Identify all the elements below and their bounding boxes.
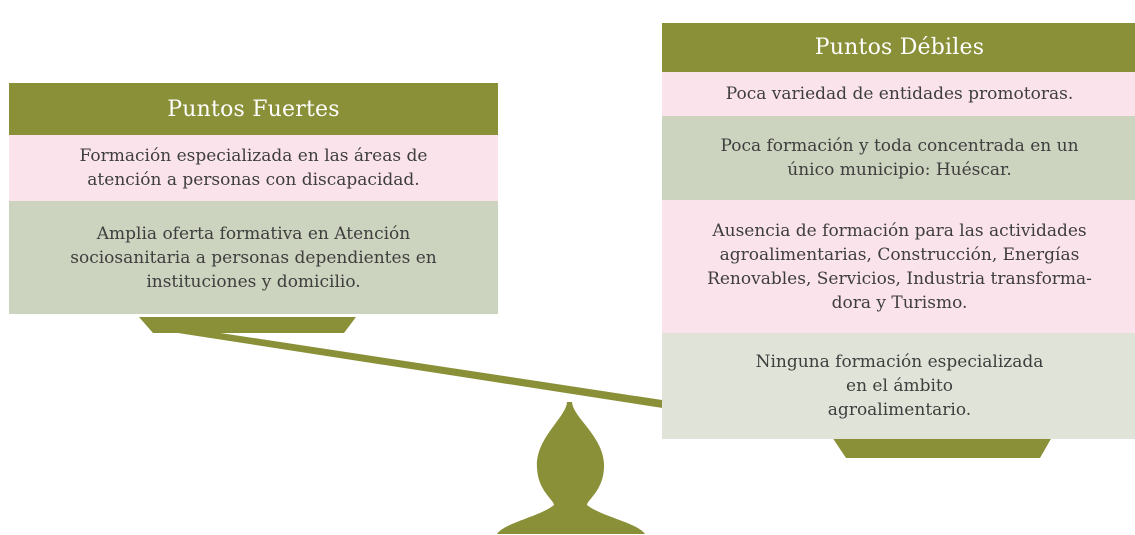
strength-item-text: Amplia oferta formativa en Atención soci… — [70, 223, 437, 292]
strengths-panel: Puntos Fuertes Formación especializada e… — [9, 83, 498, 314]
weakness-item: Ausencia de formación para las actividad… — [662, 200, 1135, 333]
right-pan — [832, 437, 1052, 458]
weaknesses-title: Puntos Débiles — [814, 35, 985, 60]
weakness-item-text: Poca formación y toda concentrada en un … — [720, 136, 1079, 180]
weakness-item: Poca variedad de entidades promotoras. — [662, 72, 1135, 116]
weakness-item-text: Ninguna formación especializada en el ám… — [755, 352, 1044, 420]
strengths-title: Puntos Fuertes — [167, 96, 340, 122]
strength-item: Amplia oferta formativa en Atención soci… — [9, 201, 498, 314]
weakness-item: Poca formación y toda concentrada en un … — [662, 116, 1135, 200]
strength-item: Formación especializada en las áreas de … — [9, 135, 498, 201]
weakness-item: Ninguna formación especializada en el ám… — [662, 333, 1135, 439]
strength-item-text: Formación especializada en las áreas de … — [79, 146, 428, 190]
weakness-item-text: Poca variedad de entidades promotoras. — [725, 84, 1074, 104]
weaknesses-panel: Puntos Débiles Poca variedad de entidade… — [662, 23, 1135, 439]
weakness-item-text: Ausencia de formación para las actividad… — [707, 220, 1092, 313]
strengths-header: Puntos Fuertes — [9, 83, 498, 135]
left-pan — [139, 317, 356, 333]
scale-pedestal — [497, 402, 645, 534]
weaknesses-header: Puntos Débiles — [662, 23, 1135, 72]
